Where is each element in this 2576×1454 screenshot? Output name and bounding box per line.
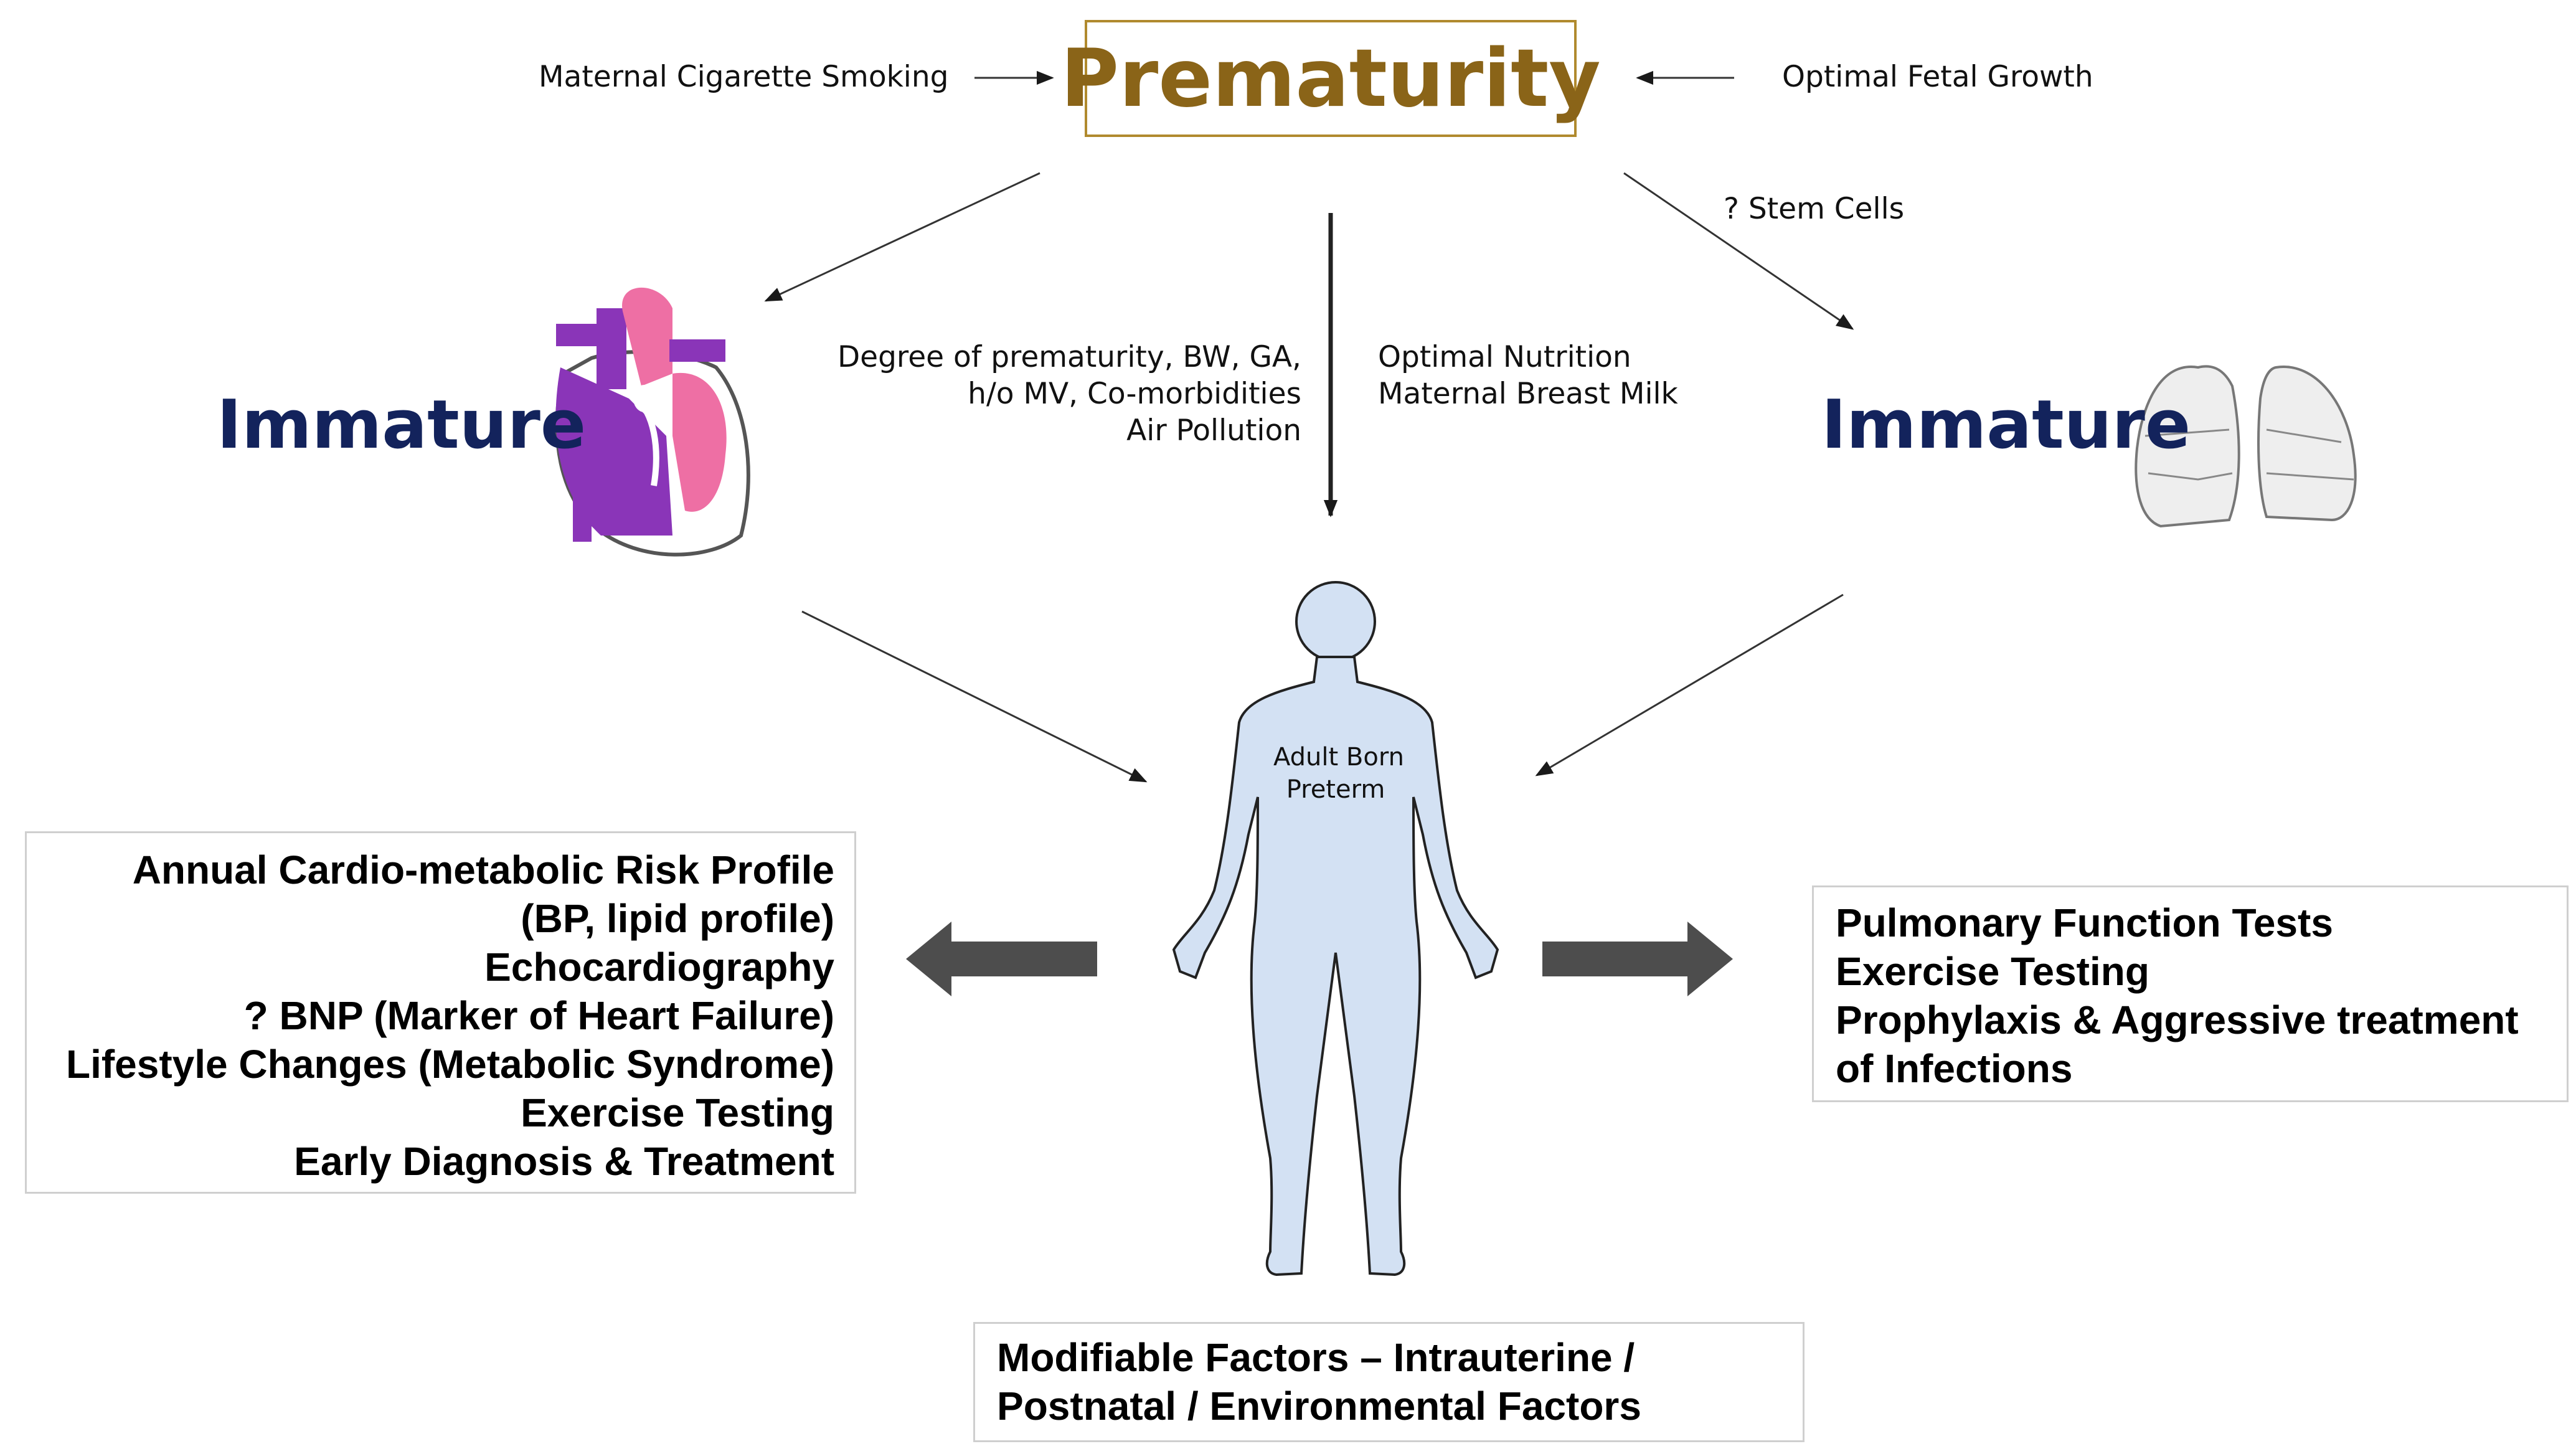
cardiac-care-item: Early Diagnosis & Treatment [294, 1139, 834, 1184]
prematurity-factors-list: Degree of prematurity, BW, GA, h/o MV, C… [803, 339, 1301, 449]
prematurity-factor: Air Pollution [1126, 413, 1301, 448]
stem-cells-label: ? Stem Cells [1724, 192, 1905, 226]
body-label-line: Adult Born [1273, 743, 1404, 772]
maternal-smoking-label: Maternal Cigarette Smoking [539, 60, 949, 94]
pulmonary-care-item: of Infections [1836, 1046, 2073, 1091]
left-block-arrow [906, 922, 1097, 996]
body-label: Adult Born Preterm [1273, 741, 1404, 806]
nutrition-factor: Maternal Breast Milk [1378, 376, 1678, 411]
prematurity-title: Prematurity [1060, 32, 1601, 125]
arrow-heart-to-body [801, 610, 1148, 783]
heart-icon [555, 287, 750, 557]
pulmonary-care-item: Pulmonary Function Tests [1836, 900, 2333, 945]
cardiac-care-item: ? BNP (Marker of Heart Failure) [243, 993, 834, 1038]
prematurity-factor: h/o MV, Co-morbidities [968, 376, 1301, 411]
arrow-lungs-to-body [1535, 593, 1844, 777]
cardiac-care-item: Annual Cardio-metabolic Risk Profile [132, 847, 834, 892]
prematurity-factor: Degree of prematurity, BW, GA, [837, 340, 1301, 374]
cardiac-care-item: (BP, lipid profile) [521, 896, 834, 941]
pulmonary-care-item: Exercise Testing [1836, 949, 2149, 994]
arrow-to-lungs [1623, 172, 1854, 330]
cardiac-care-item: Lifestyle Changes (Metabolic Syndrome) [65, 1042, 834, 1087]
arrow-to-heart [764, 172, 1040, 302]
human-body-figure [1172, 581, 1499, 1277]
lungs-icon [2135, 365, 2357, 528]
prematurity-title-box: Prematurity [1060, 20, 1601, 137]
immature-heart-label: Immature [217, 386, 587, 464]
modifiable-factors-box: Modifiable Factors – Intrauterine / Post… [973, 1322, 1805, 1442]
modifiable-factors-line: Modifiable Factors – Intrauterine / [997, 1335, 1635, 1380]
cardiac-care-item: Exercise Testing [521, 1090, 834, 1135]
body-label-line: Preterm [1286, 775, 1385, 804]
optimal-fetal-growth-label: Optimal Fetal Growth [1782, 60, 2093, 94]
cardiac-care-box: Annual Cardio-metabolic Risk Profile (BP… [25, 831, 856, 1194]
modifiable-factors-line: Postnatal / Environmental Factors [997, 1384, 1641, 1428]
cardiac-care-item: Echocardiography [484, 945, 834, 989]
pulmonary-care-item: Prophylaxis & Aggressive treatment [1836, 998, 2519, 1042]
pulmonary-care-box: Pulmonary Function Tests Exercise Testin… [1812, 885, 2569, 1102]
nutrition-factors-list: Optimal Nutrition Maternal Breast Milk [1378, 339, 1678, 413]
right-block-arrow [1542, 922, 1733, 996]
immature-lung-label: Immature [1821, 386, 2191, 464]
nutrition-factor: Optimal Nutrition [1378, 340, 1631, 374]
